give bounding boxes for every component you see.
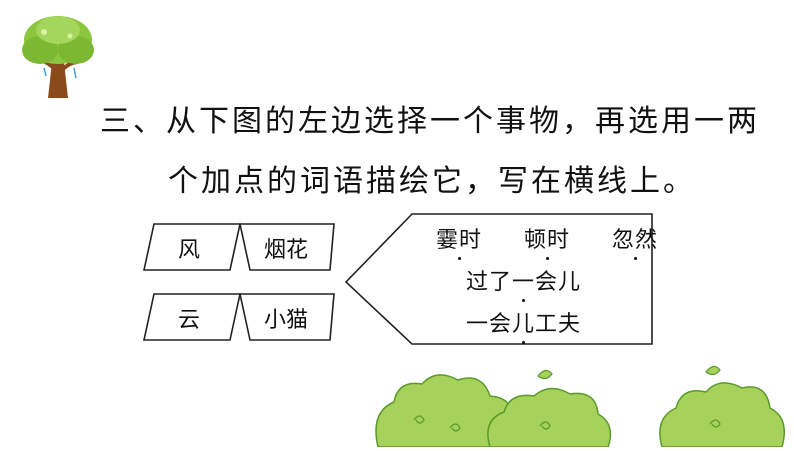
word-feng: 风	[178, 238, 201, 263]
word-xiaomao: 小猫	[264, 308, 309, 333]
tree-icon	[18, 10, 96, 102]
question-line-2: 个加点的词语描绘它，写在横线上。	[168, 164, 696, 199]
bushes-decoration	[370, 362, 794, 448]
phrase-shashi: 霎时	[436, 222, 482, 260]
phrase-row-1: 霎时 顿时 忽然	[436, 222, 658, 260]
word-yanhua: 烟花	[264, 238, 309, 263]
phrase-guoleyihuier: 过了一会儿	[466, 264, 581, 302]
phrase-huran: 忽然	[612, 222, 658, 260]
question-line-1: 三、从下图的左边选择一个事物，再选用一两	[100, 104, 760, 139]
phrase-row-3: 一会儿工夫	[466, 306, 581, 344]
phrase-dunshi: 顿时	[524, 222, 570, 260]
phrase-row-2: 过了一会儿	[466, 264, 581, 302]
word-yun: 云	[178, 308, 201, 333]
phrase-yihuiergongfu: 一会儿工夫	[466, 306, 581, 344]
word-diagram: 风 烟花 云 小猫 霎时 顿时 忽然 过了一会儿 一会儿工夫	[140, 210, 660, 350]
